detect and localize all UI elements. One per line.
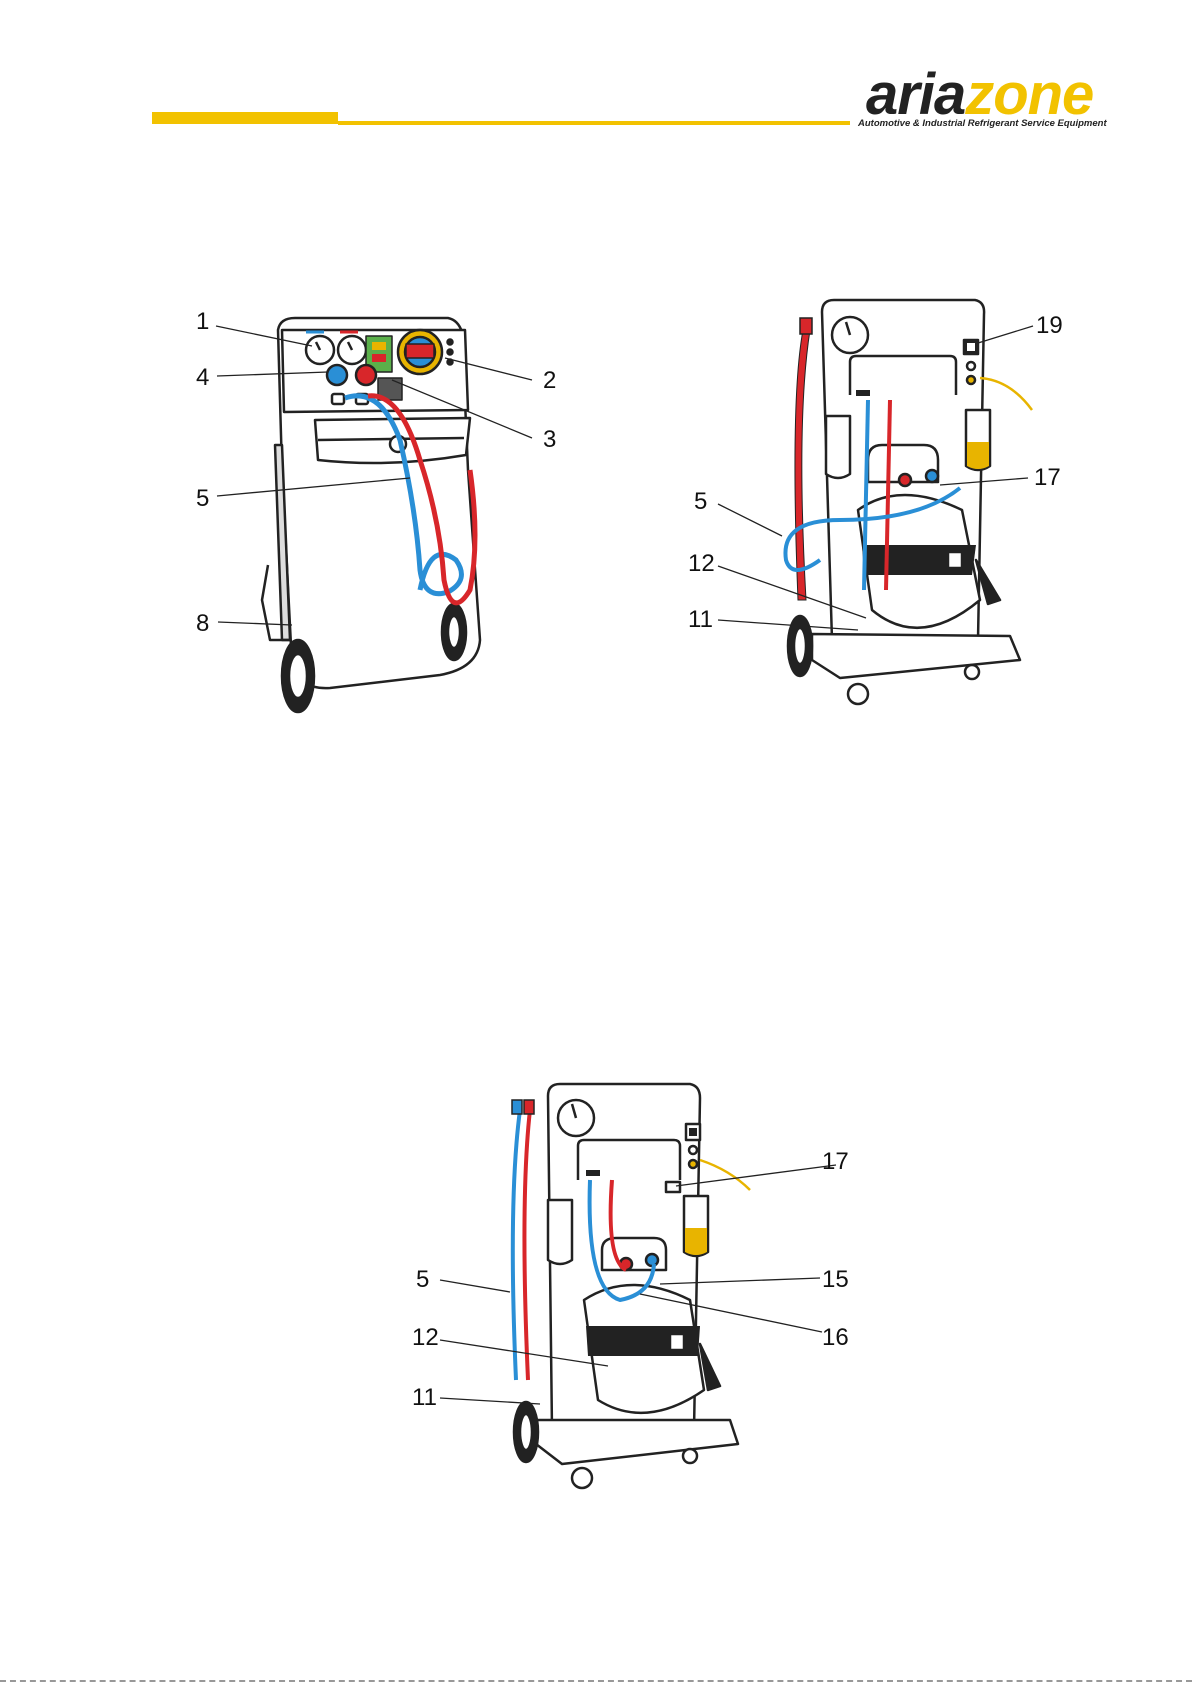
callout-4: 4 — [196, 366, 209, 390]
callout-17-detail: 17 — [822, 1150, 849, 1174]
callout-16: 16 — [822, 1326, 849, 1350]
callout-2: 2 — [543, 369, 556, 393]
callout-19: 19 — [1036, 314, 1063, 338]
callout-5-rear: 5 — [694, 490, 707, 514]
page-bottom-rule — [0, 1680, 1192, 1682]
callout-3: 3 — [543, 428, 556, 452]
callout-12-detail: 12 — [412, 1326, 439, 1350]
callout-11: 11 — [688, 608, 713, 632]
callout-11-detail: 11 — [412, 1386, 437, 1410]
callout-15: 15 — [822, 1268, 849, 1292]
callout-1: 1 — [196, 310, 209, 334]
callout-8: 8 — [196, 612, 209, 636]
callout-12: 12 — [688, 552, 715, 576]
callout-17: 17 — [1034, 466, 1061, 490]
callout-5: 5 — [196, 487, 209, 511]
callout-5-detail: 5 — [416, 1268, 429, 1292]
